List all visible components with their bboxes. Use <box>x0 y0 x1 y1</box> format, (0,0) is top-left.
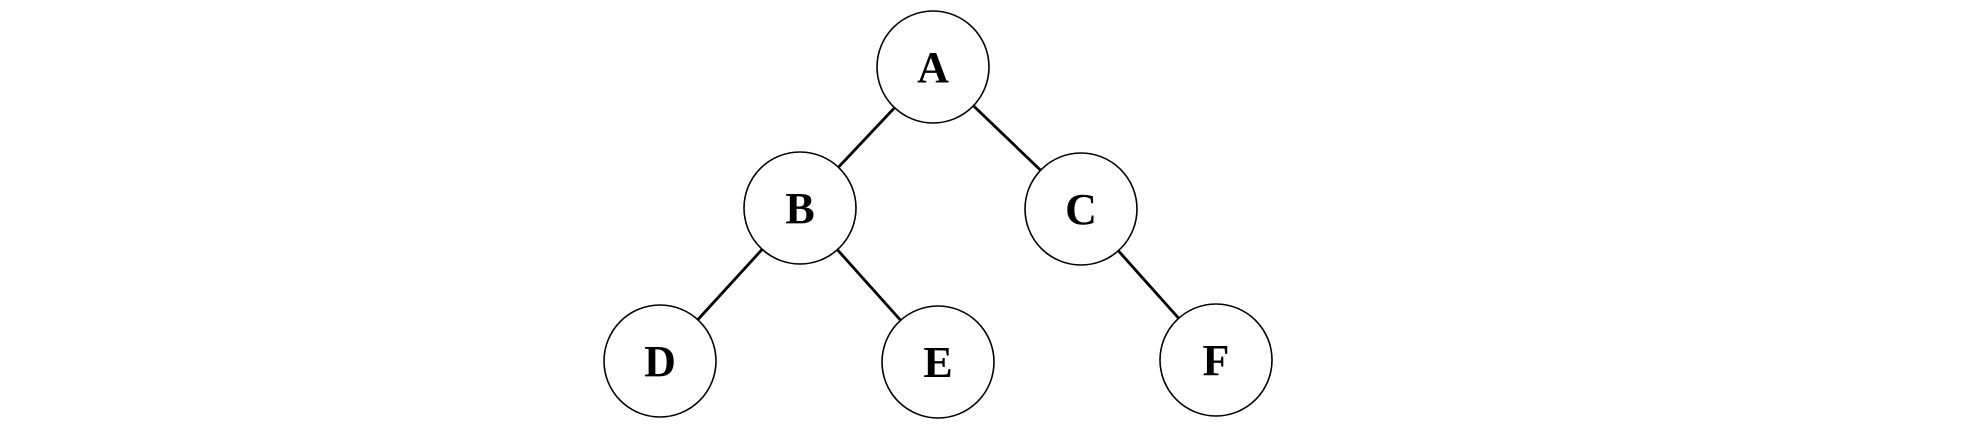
node-f: F <box>1159 303 1273 417</box>
node-a-circle <box>876 10 990 124</box>
node-c-label: C <box>1065 185 1097 234</box>
node-b: B <box>743 151 857 265</box>
node-b-circle <box>743 151 857 265</box>
node-d: D <box>603 304 717 418</box>
node-d-label: D <box>644 337 676 386</box>
node-c-circle <box>1024 152 1138 266</box>
node-f-circle <box>1159 303 1273 417</box>
node-c: C <box>1024 152 1138 266</box>
node-e: E <box>881 305 995 419</box>
node-f-label: F <box>1203 336 1230 385</box>
node-a-label: A <box>917 43 949 92</box>
node-e-label: E <box>923 338 952 387</box>
node-e-circle <box>881 305 995 419</box>
node-d-circle <box>603 304 717 418</box>
node-a: A <box>876 10 990 124</box>
node-b-label: B <box>785 184 814 233</box>
